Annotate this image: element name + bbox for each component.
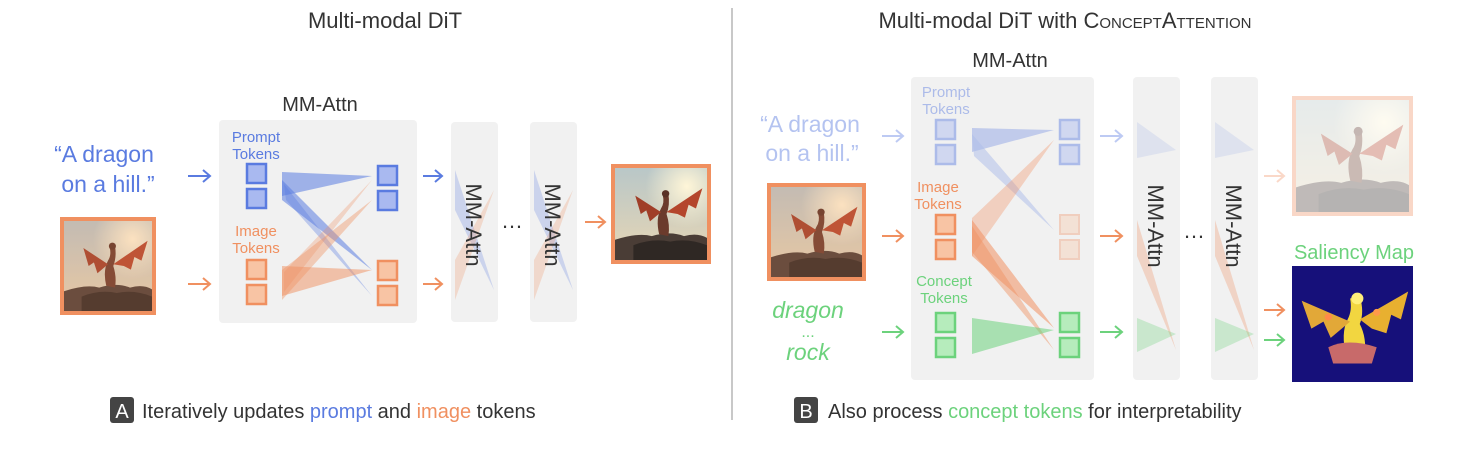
right-mm-attn-label: MM-Attn	[972, 50, 1048, 72]
right-prompt-line-2: on a hill.”	[765, 140, 858, 166]
right-output-concept-tokens	[1058, 311, 1081, 359]
right-concept-tokens-label-2: Tokens	[920, 290, 968, 307]
right-output-arrows	[1264, 169, 1286, 347]
left-output-arrow	[585, 215, 607, 229]
right-layer-label-1: MM-Attn	[1143, 184, 1168, 267]
left-caption-badge: A	[115, 401, 129, 423]
left-caption-badge-box	[110, 397, 134, 423]
right-faded-prompt-text: “A dragon on a hill.”	[760, 111, 860, 166]
left-image-tokens-label-1: Image	[235, 223, 277, 240]
left-image-tokens-label-2: Tokens	[232, 240, 280, 257]
right-image-tokens-label-1: Image	[917, 179, 959, 196]
left-image-arrow	[188, 277, 212, 291]
right-image-tokens-label-2: Tokens	[914, 196, 962, 213]
right-caption-text: Also process concept tokens for interpre…	[828, 401, 1242, 423]
left-prompt-line-1: “A dragon	[54, 141, 154, 167]
left-input-prompt-tokens	[245, 162, 268, 210]
right-concept-word-2: ...	[801, 324, 814, 341]
right-prompt-tokens-label-2: Tokens	[922, 101, 970, 118]
left-output-image-tokens	[376, 259, 399, 307]
right-faded-output-image-tokens	[1059, 214, 1080, 260]
left-layer-arrows	[423, 169, 444, 291]
right-prompt-tokens-label-1: Prompt	[922, 84, 971, 101]
right-faded-output-image	[1292, 96, 1413, 216]
left-caption: A Iteratively updates prompt and image t…	[110, 397, 536, 423]
right-mm-attn-block	[911, 77, 1094, 380]
left-ellipsis: …	[501, 208, 523, 233]
left-prompt-line-2: on a hill.”	[61, 171, 154, 197]
right-faded-prompt-tokens: Prompt Tokens	[922, 84, 1081, 230]
left-caption-text: Iteratively updates prompt and image tok…	[142, 401, 536, 423]
right-concept-word-1: dragon	[772, 297, 844, 323]
right-prompt-line-1: “A dragon	[760, 111, 860, 137]
left-layer-label-1: MM-Attn	[461, 183, 486, 266]
saliency-map-label: Saliency Map	[1294, 242, 1414, 264]
right-layer-block-2: MM-Attn	[1211, 77, 1258, 380]
left-input-image	[60, 217, 156, 315]
right-input-arrows	[882, 129, 905, 339]
left-attention-fans	[282, 172, 372, 300]
right-layer-arrows	[1100, 129, 1124, 339]
left-layer-label-2: MM-Attn	[540, 183, 565, 266]
right-title: Multi-modal DiT with ConceptAttention	[878, 8, 1251, 33]
right-input-image-tokens	[934, 213, 957, 261]
left-output-prompt-tokens	[376, 164, 399, 212]
right-caption-badge: B	[799, 401, 812, 423]
left-prompt-tokens-label-2: Tokens	[232, 146, 280, 163]
right-input-image	[767, 183, 866, 281]
right-concept-tokens-label-1: Concept	[916, 273, 973, 290]
right-input-concept-tokens	[934, 311, 957, 359]
right-caption: B Also process concept tokens for interp…	[794, 397, 1242, 423]
left-layer-block-1: MM-Attn	[451, 122, 498, 322]
right-image-fans	[972, 140, 1054, 350]
right-concept-fan	[972, 318, 1054, 354]
right-layer-label-2: MM-Attn	[1221, 184, 1246, 267]
left-prompt-arrow	[188, 169, 212, 183]
right-caption-badge-box	[794, 397, 818, 423]
left-layer-block-2: MM-Attn	[530, 122, 577, 322]
left-mm-attn-label: MM-Attn	[282, 94, 358, 116]
left-output-image	[611, 164, 711, 264]
saliency-map-image	[1292, 266, 1413, 382]
right-ellipsis: …	[1183, 218, 1205, 243]
left-prompt-tokens-label-1: Prompt	[232, 129, 281, 146]
left-input-image-tokens	[245, 258, 268, 306]
left-title: Multi-modal DiT	[308, 8, 462, 33]
right-concept-word-3: rock	[786, 339, 831, 365]
right-layer-block-1: MM-Attn	[1133, 77, 1180, 380]
